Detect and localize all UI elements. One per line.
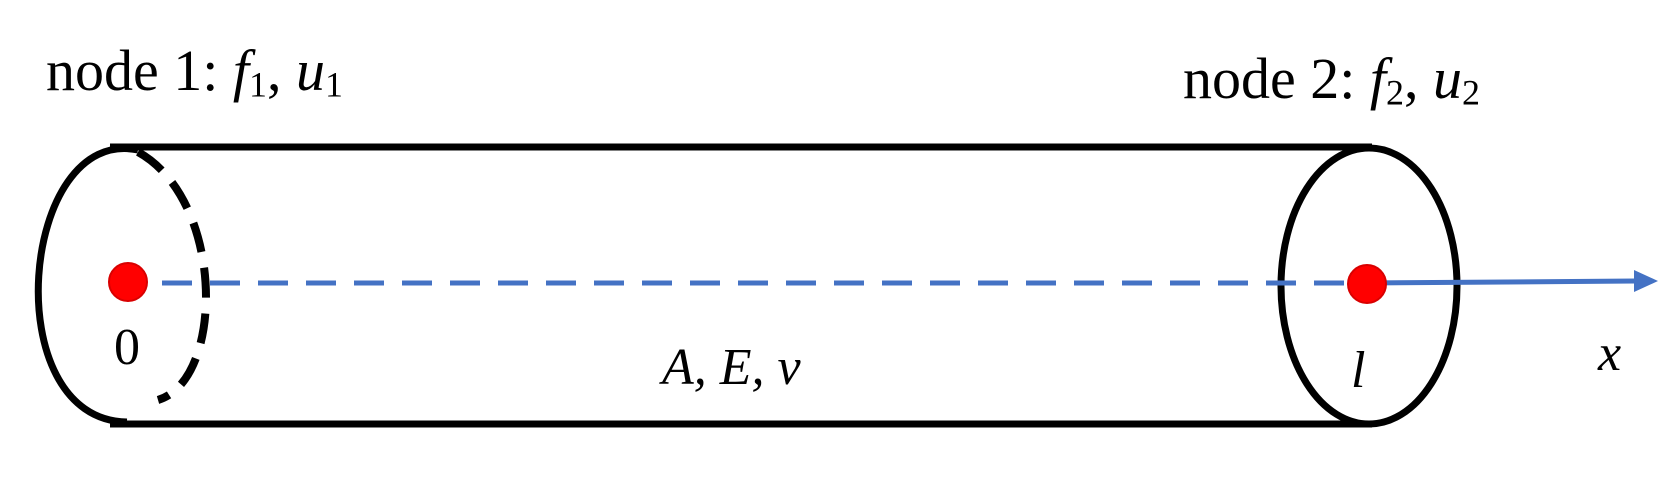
node-1-separator: , <box>266 38 282 103</box>
node-2-marker <box>1347 264 1387 304</box>
node-1-force-symbol: f <box>232 38 249 103</box>
node-1-label: node 1: f1, u1 <box>46 42 343 103</box>
x-axis <box>1364 278 1637 286</box>
bar-properties-label: A, E, v <box>662 339 801 396</box>
node-2-label: node 2: f2, u2 <box>1183 50 1480 111</box>
node-1-disp-symbol: u <box>295 38 325 103</box>
left-end-cap-hidden <box>136 148 210 404</box>
node-1-disp-subscript: 1 <box>324 64 343 105</box>
node-2-separator: , <box>1403 46 1419 111</box>
node-2-disp-subscript: 2 <box>1461 72 1480 113</box>
node-2-force-symbol: f <box>1369 46 1386 111</box>
x-axis-arrowhead <box>1634 270 1658 292</box>
node-2-disp-symbol: u <box>1432 46 1462 111</box>
node-2-name: node 2: <box>1183 46 1356 111</box>
origin-label: 0 <box>114 319 140 376</box>
x-axis-label: x <box>1598 325 1622 382</box>
node-1-marker <box>108 262 148 302</box>
node-2-force-subscript: 2 <box>1385 72 1404 113</box>
node-1-force-subscript: 1 <box>248 64 267 105</box>
left-end-cap <box>34 145 139 426</box>
right-end-cap <box>1277 144 1461 428</box>
node-1-name: node 1: <box>46 38 219 103</box>
end-length-label: l <box>1351 342 1366 399</box>
